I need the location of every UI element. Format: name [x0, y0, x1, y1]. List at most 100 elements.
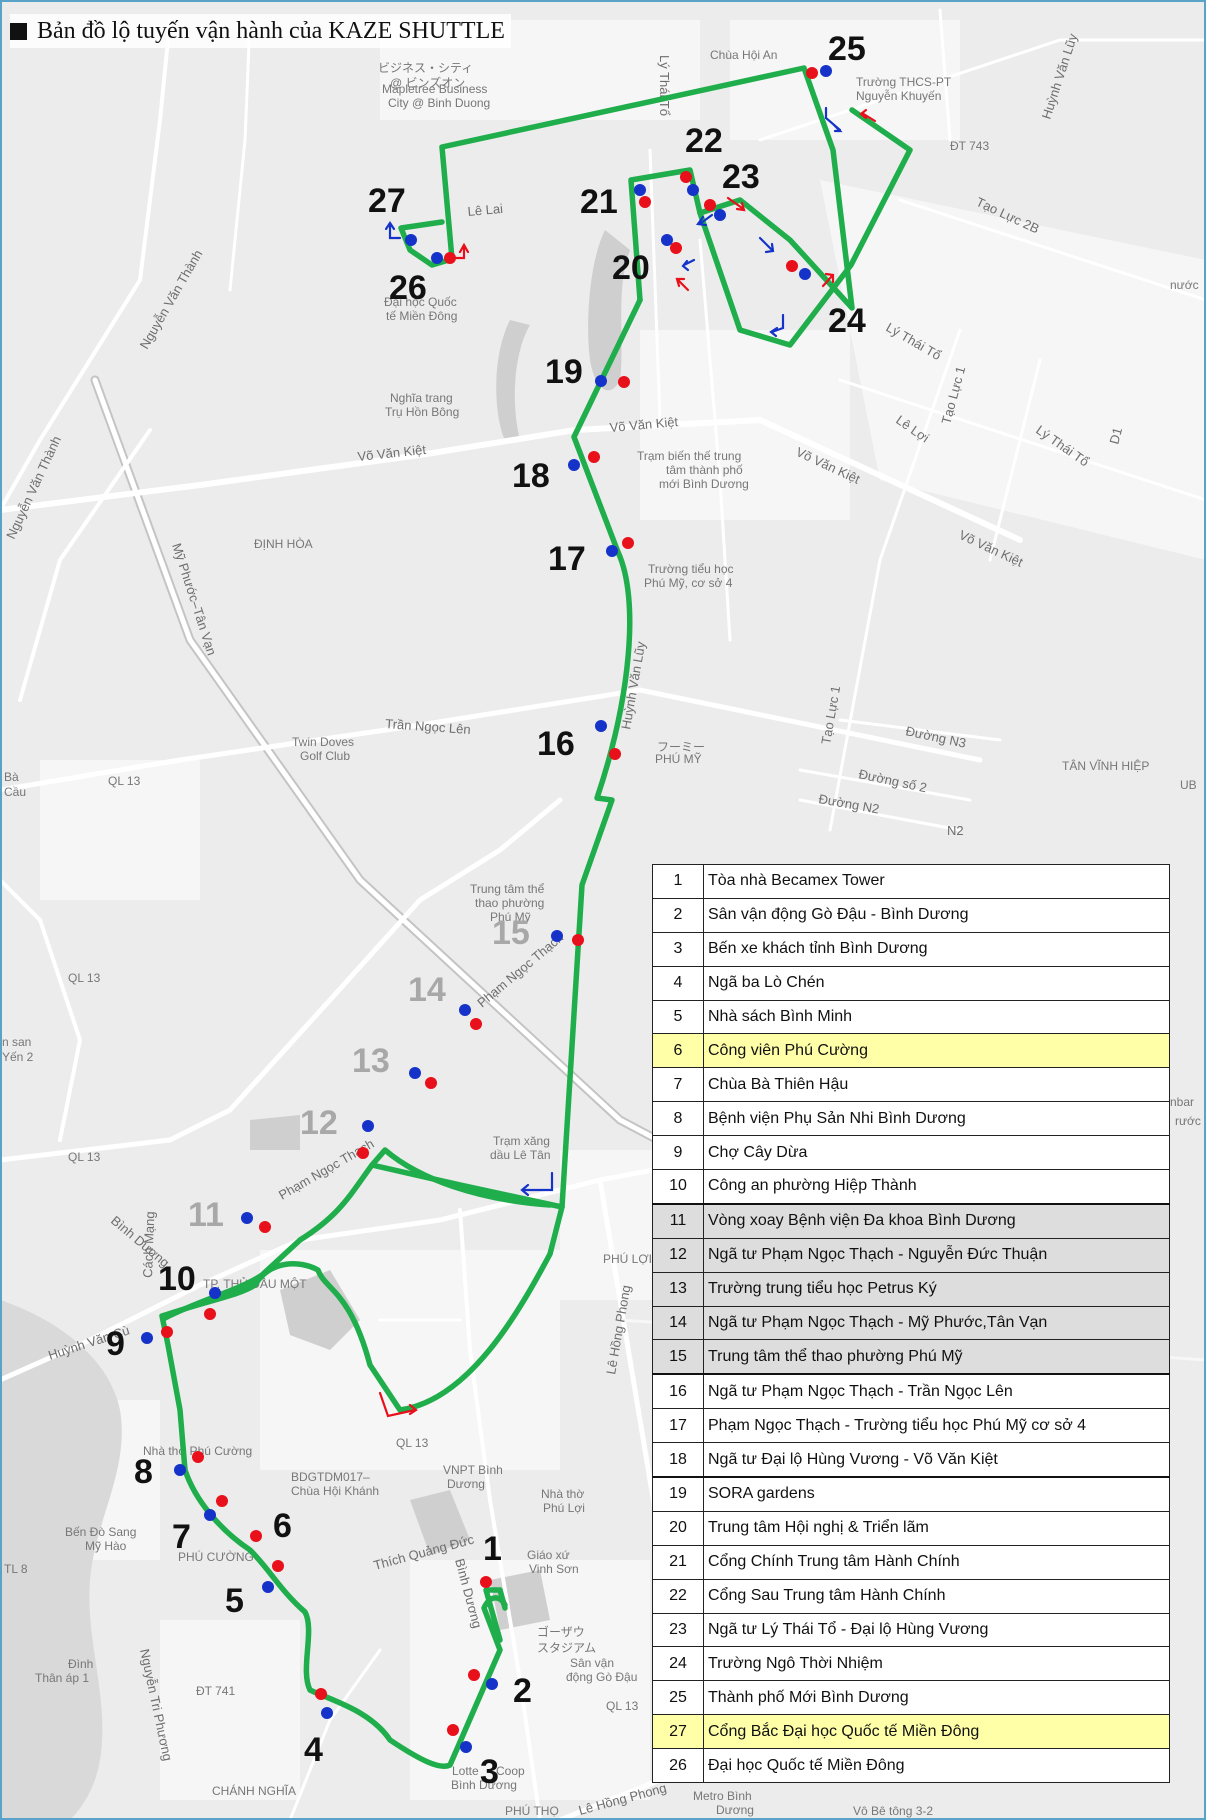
stop-marker-blue	[687, 184, 699, 196]
map-label: Chùa Hội Khánh	[291, 1484, 379, 1498]
stop-marker-red	[272, 1560, 284, 1572]
map-label: Bình Dương	[451, 1778, 517, 1792]
arrow-red-icon	[859, 108, 877, 123]
route-inner-west-loop	[162, 1147, 553, 1321]
stop-legend-number: 23	[652, 1612, 704, 1648]
map-label: Dương	[716, 1803, 754, 1817]
stop-marker-blue	[634, 184, 646, 196]
stop-marker-blue	[174, 1464, 186, 1476]
stop-legend-number: 6	[652, 1033, 704, 1069]
map-label: ビジネス・シティ	[378, 61, 473, 75]
map-label: nbar	[1170, 1095, 1194, 1109]
map-label: Nguyễn Khuyến	[856, 88, 941, 103]
stop-number-7: 7	[172, 1518, 191, 1556]
stop-legend-name: Bến xe khách tỉnh Bình Dương	[703, 931, 1170, 967]
page-title-text: Bản đồ lộ tuyến vận hành của KAZE SHUTTL…	[37, 18, 505, 44]
arrow-red-icon	[726, 196, 746, 212]
map-label: Nhà thờ Phú Cường	[143, 1444, 252, 1458]
map-label: mới Bình Dương	[659, 477, 749, 491]
stop-marker-blue	[209, 1287, 221, 1299]
stop-legend-number: 2	[652, 897, 704, 933]
stop-legend-name: Đại học Quốc tế Miền Đông	[703, 1748, 1170, 1784]
stop-legend-number: 11	[652, 1202, 704, 1239]
stop-number-16: 16	[537, 725, 575, 763]
stop-marker-red	[786, 260, 798, 272]
arrow-blue-icon	[758, 236, 775, 254]
map-label: Thân áp 1	[35, 1671, 89, 1685]
map-label: n san	[2, 1035, 31, 1049]
arrow-red-icon	[821, 272, 835, 288]
stop-legend-number: 14	[652, 1305, 704, 1341]
stop-marker-blue	[141, 1332, 153, 1344]
map-label: Twin Doves	[292, 735, 354, 749]
stop-marker-red	[216, 1495, 228, 1507]
map-label: Cầu	[4, 785, 26, 799]
arrow-blue-icon	[769, 313, 785, 338]
stop-marker-blue	[262, 1581, 274, 1593]
stop-legend-name: Chợ Cây Dừa	[703, 1135, 1170, 1171]
direction-arrows	[378, 106, 877, 1418]
stop-marker-red	[680, 171, 692, 183]
stop-legend-number: 22	[652, 1578, 704, 1614]
map-label: Phú Mỹ	[490, 910, 531, 924]
stop-legend-name: Trung tâm thể thao phường Phú Mỹ	[703, 1339, 1170, 1375]
stop-marker-blue	[551, 930, 563, 942]
stop-marker-red	[315, 1688, 327, 1700]
arrow-red-icon	[378, 1391, 418, 1418]
stop-number-4: 4	[304, 1731, 323, 1769]
map-label: Trường THCS-PT	[856, 75, 952, 89]
stop-number-19: 19	[545, 353, 583, 391]
stop-marker-red	[480, 1576, 492, 1588]
stop-marker-red	[588, 451, 600, 463]
map-label: Nghĩa trang	[390, 391, 453, 405]
map-label: Lý Thái Tổ	[657, 55, 672, 116]
stop-legend-name: Chùa Bà Thiên Hậu	[703, 1067, 1170, 1103]
stop-legend-name: Trung tâm Hội nghị & Triển lãm	[703, 1510, 1170, 1546]
map-label: thao phường	[475, 896, 544, 910]
stop-legend-number: 24	[652, 1646, 704, 1682]
stop-marker-red	[204, 1308, 216, 1320]
stop-marker-red	[468, 1669, 480, 1681]
map-label: N2	[947, 823, 964, 838]
map-label: VNPT Bình	[443, 1463, 503, 1477]
map-label: Chùa Hội An	[710, 48, 777, 62]
stop-marker-red	[704, 199, 716, 211]
map-label: rước	[1175, 1114, 1201, 1128]
stop-numbers: 1 2 3 4 5 6 7 8 9 10 11 12 13 14 15 16 1…	[106, 30, 866, 1791]
stop-number-9: 9	[106, 1325, 125, 1363]
map-label: Coop	[496, 1764, 525, 1778]
map-label: QL 13	[606, 1699, 639, 1713]
stop-legend-number: 18	[652, 1442, 704, 1478]
map-label: Đại học Quốc	[384, 295, 457, 309]
map-label: BDGTDM017–	[291, 1470, 370, 1484]
stop-legend-number: 1	[652, 864, 704, 899]
stop-marker-red	[639, 196, 651, 208]
stop-number-18: 18	[512, 457, 550, 495]
map-label: PHÚ CƯỜNG	[178, 1549, 254, 1564]
stop-number-3: 3	[480, 1753, 499, 1791]
stop-marker-blue	[321, 1707, 333, 1719]
map-label: Trần Ngọc Lên	[385, 716, 471, 737]
map-label: Sân vận	[570, 1656, 614, 1670]
map-label: dầu Lê Tân	[490, 1148, 551, 1162]
map-label: フーミー	[657, 740, 705, 754]
stop-legend-name: Vòng xoay Bệnh viện Đa khoa Bình Dương	[703, 1202, 1170, 1239]
stop-legend-number: 13	[652, 1271, 704, 1307]
map-label: Mapletree Business	[382, 82, 487, 96]
stop-marker-blue	[460, 1741, 472, 1753]
